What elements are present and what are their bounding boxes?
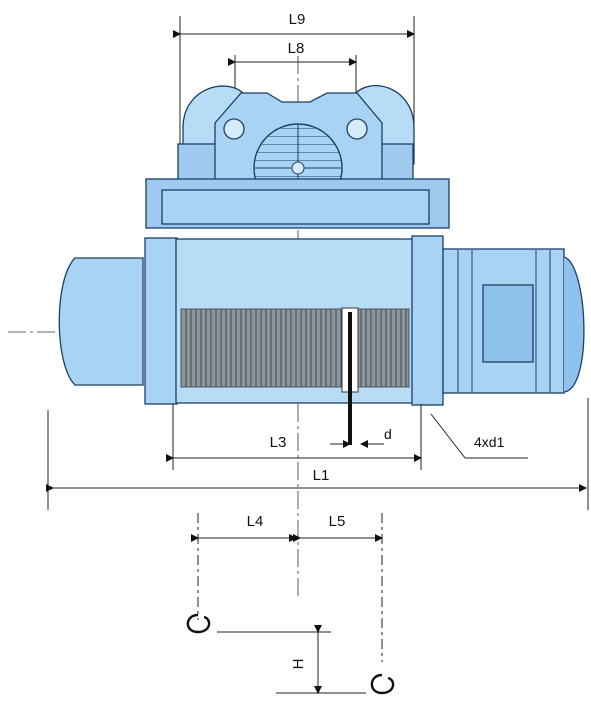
rope-diameter-dimension: d [330,426,392,448]
l4-label: L4 [247,513,264,530]
mounting-holes-callout: 4xd1 [430,413,528,459]
h-label: H [290,659,307,670]
trolley-assembly [145,85,450,229]
dimension-l1: L1 [46,398,589,510]
l8-label: L8 [288,40,305,57]
rope-diameter-label: d [384,426,392,442]
dimension-l4: L4 [191,513,297,620]
dimension-h: H [217,625,366,694]
dimension-l5: L5 [293,513,383,662]
upper-hook-icon [186,613,211,634]
lower-hook-icon [370,673,395,695]
dimension-l3: L3 [166,404,422,470]
mounting-holes-label: 4xd1 [474,434,505,450]
l3-label: L3 [270,434,287,451]
l9-label: L9 [289,11,306,28]
hoist-body [58,235,585,445]
l5-label: L5 [329,513,346,530]
l1-label: L1 [313,467,330,484]
